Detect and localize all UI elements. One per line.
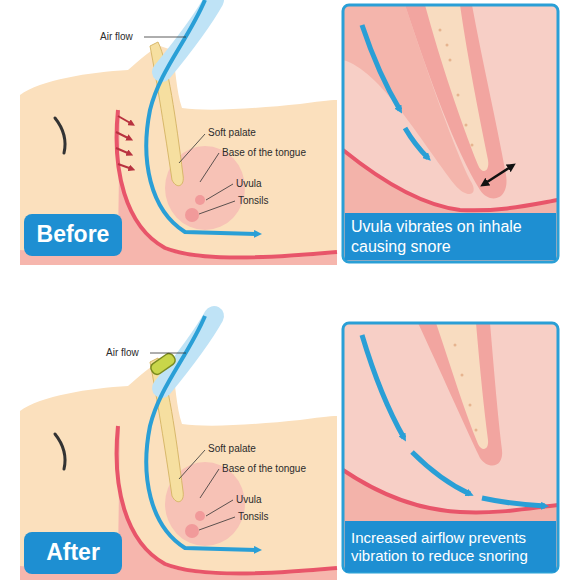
zoom-frame bbox=[343, 5, 558, 262]
illustration-part bbox=[118, 164, 132, 169]
illustration-part bbox=[418, 323, 502, 466]
illustration-part bbox=[465, 124, 468, 127]
before-face bbox=[20, 0, 337, 265]
illustration-part bbox=[118, 116, 132, 124]
zoom-after bbox=[343, 323, 558, 572]
panel-title: After bbox=[46, 540, 100, 565]
illustration-part bbox=[446, 44, 449, 47]
illustration-part bbox=[471, 144, 474, 147]
part-label: Air flow bbox=[106, 347, 139, 359]
illustration-part bbox=[199, 201, 235, 214]
caption-box: Uvula vibrates on inhale causing snore bbox=[345, 213, 556, 260]
illustration-part bbox=[179, 134, 205, 163]
illustration-part bbox=[425, 5, 488, 171]
part-label: Base of the tongue bbox=[222, 147, 306, 159]
part-label: Soft palate bbox=[208, 127, 256, 139]
illustration-part bbox=[362, 25, 400, 110]
illustration-part bbox=[206, 500, 233, 516]
illustration-part bbox=[150, 353, 186, 354]
part-label: Soft palate bbox=[208, 443, 256, 455]
illustration-part bbox=[454, 344, 478, 432]
illustration-part bbox=[343, 470, 558, 512]
zoom-frame bbox=[343, 323, 558, 572]
leader-lines bbox=[144, 37, 235, 214]
caption-box: Increased airflow prevents vibration to … bbox=[345, 521, 556, 572]
panel-title: Before bbox=[37, 222, 110, 247]
illustration-part bbox=[482, 498, 545, 506]
illustration-part bbox=[116, 116, 132, 169]
illustration-part bbox=[20, 0, 337, 265]
illustration-part bbox=[484, 166, 512, 184]
caption-text: Increased airflow prevents vibration to … bbox=[351, 529, 550, 565]
illustration-part bbox=[116, 132, 130, 139]
illustration-part bbox=[149, 352, 177, 377]
illustration-part bbox=[200, 153, 219, 182]
after-face bbox=[20, 316, 337, 580]
part-label: Air flow bbox=[100, 31, 133, 43]
part-label: Base of the tongue bbox=[222, 463, 306, 475]
illustration-part bbox=[436, 323, 488, 449]
part-label: Uvula bbox=[236, 178, 262, 190]
caption-text: Uvula vibrates on inhale causing snore bbox=[351, 217, 550, 255]
illustration-part bbox=[343, 5, 558, 262]
illustration-part bbox=[454, 344, 457, 347]
illustration-part bbox=[461, 374, 464, 377]
part-label: Uvula bbox=[236, 494, 262, 506]
part-label: Tonsils bbox=[238, 195, 269, 207]
illustration-part bbox=[206, 184, 233, 200]
zoom-before bbox=[343, 5, 558, 262]
illustration-part bbox=[475, 429, 478, 432]
illustration-part bbox=[439, 29, 442, 32]
illustration-part bbox=[179, 450, 205, 479]
illustration-part bbox=[439, 29, 474, 147]
panel-tag: After bbox=[24, 532, 122, 574]
illustration-part bbox=[116, 148, 130, 154]
illustration-part bbox=[343, 323, 558, 572]
panel-tag: Before bbox=[24, 214, 122, 256]
illustration-part bbox=[412, 452, 470, 494]
illustration-part bbox=[405, 128, 428, 158]
part-label: Tonsils bbox=[238, 511, 269, 523]
illustration-part bbox=[469, 404, 472, 407]
illustration-part bbox=[20, 316, 337, 580]
illustration-part bbox=[405, 5, 507, 198]
illustration-part bbox=[200, 469, 219, 498]
illustration-part bbox=[457, 94, 460, 97]
illustration-part bbox=[144, 37, 186, 38]
illustration-part bbox=[449, 59, 452, 62]
illustration-part bbox=[362, 335, 404, 438]
illustration-part bbox=[199, 517, 235, 530]
leader-lines bbox=[150, 353, 235, 530]
